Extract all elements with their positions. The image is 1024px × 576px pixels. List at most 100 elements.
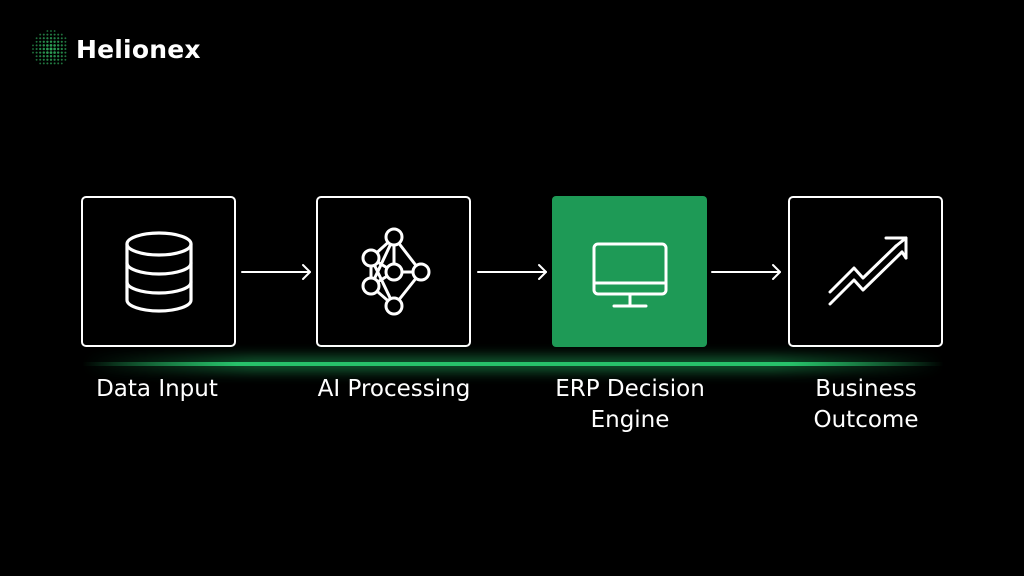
logo-dot <box>57 33 60 36</box>
logo-dot <box>53 33 56 36</box>
logo-dot <box>32 44 34 47</box>
logo-dot <box>39 55 42 58</box>
step-label-business-outcome: Business Outcome <box>813 376 919 433</box>
logo-dot <box>56 44 60 47</box>
neural-network-icon <box>361 227 430 315</box>
logo-dot <box>64 40 67 43</box>
logo-dot <box>64 51 67 54</box>
logo-dot <box>35 55 38 58</box>
logo-dot <box>42 55 45 58</box>
logo-dot <box>42 40 45 43</box>
logo-dot <box>49 54 53 58</box>
logo-dot <box>35 51 38 54</box>
logo-dot <box>60 40 63 43</box>
monitor-icon <box>592 242 667 307</box>
logo-dot <box>46 47 49 51</box>
step-data-input-box <box>81 196 236 347</box>
logo-dot <box>53 62 56 65</box>
logo-dot <box>60 37 63 40</box>
step-label-ai-processing: AI Processing <box>317 376 471 402</box>
logo-dot <box>49 47 53 51</box>
logo-dot <box>42 51 46 54</box>
logo-dot <box>35 58 38 61</box>
logo-dot <box>46 54 49 58</box>
logo-dot <box>49 37 53 40</box>
dotted-globe-icon <box>32 30 67 65</box>
logo-dot <box>42 58 45 61</box>
logo-dot <box>53 30 56 32</box>
logo-dot <box>57 37 60 40</box>
logo-dot <box>60 55 63 58</box>
logo-dot <box>46 62 49 65</box>
logo-dot <box>39 51 42 54</box>
logo-dot <box>53 58 56 61</box>
logo-dot <box>35 40 38 43</box>
logo-dot <box>39 33 42 36</box>
step-label-erp-decision-engine: ERP Decision Engine <box>555 376 705 433</box>
logo-dot <box>60 44 63 47</box>
logo-dot <box>35 44 38 47</box>
logo-dot <box>60 33 63 36</box>
step-erp-decision-engine-box <box>552 196 707 347</box>
logo-dot <box>49 40 53 44</box>
logo-dot <box>64 44 67 47</box>
logo-dot <box>49 51 53 54</box>
logo-dot <box>53 51 56 54</box>
step-ai-processing-box <box>316 196 471 347</box>
logo-dot <box>60 62 63 65</box>
logo-dot <box>64 58 67 61</box>
logo-dot <box>46 30 49 32</box>
logo-dot <box>53 40 56 44</box>
logo-dot <box>60 51 63 54</box>
logo-dot <box>46 51 49 54</box>
logo-dot <box>39 37 42 40</box>
logo-dot <box>42 33 45 36</box>
trend-up-icon <box>828 236 907 305</box>
logo-dot <box>64 37 67 40</box>
logo-dot <box>49 58 53 61</box>
logo-dot <box>53 44 56 47</box>
logo-dot <box>42 62 45 65</box>
logo-dot <box>50 30 52 32</box>
logo-dot <box>57 55 60 58</box>
arrow-right-icon <box>711 264 781 280</box>
logo-dot <box>56 51 60 54</box>
arrow-right-icon <box>241 264 311 280</box>
logo-dot <box>39 44 42 47</box>
step-label-data-input: Data Input <box>96 376 218 402</box>
logo-dot <box>42 44 46 47</box>
logo-dot <box>60 58 63 61</box>
logo-dot <box>46 40 49 44</box>
logo-dot <box>42 37 45 40</box>
step-business-outcome-box <box>788 196 943 347</box>
logo-dot <box>57 58 60 61</box>
logo-dot <box>35 47 38 51</box>
logo-dot <box>46 37 49 40</box>
logo-dot <box>46 58 49 61</box>
logo-dot <box>35 37 38 40</box>
logo-dot <box>39 62 42 65</box>
logo-dot <box>56 47 60 51</box>
logo-dot <box>64 55 67 58</box>
logo-dot <box>49 33 53 36</box>
brand-name: Helionex <box>76 34 201 64</box>
logo-dot <box>32 51 34 54</box>
logo-dot <box>53 47 56 51</box>
brand: Helionex <box>30 28 201 70</box>
logo-dot <box>42 47 46 51</box>
database-icon <box>124 230 193 313</box>
logo-dot <box>39 58 42 61</box>
logo-dot <box>57 62 60 65</box>
logo-dot <box>39 40 42 43</box>
glow-underline <box>82 362 944 366</box>
logo-dot <box>49 62 53 65</box>
logo-dot <box>64 47 67 51</box>
logo-dot <box>53 54 56 58</box>
logo-dot <box>46 33 49 36</box>
logo-dot <box>39 47 42 51</box>
logo-dot <box>60 47 63 51</box>
logo-dot <box>57 40 60 43</box>
arrow-right-icon <box>477 264 547 280</box>
logo-dot <box>32 48 34 50</box>
